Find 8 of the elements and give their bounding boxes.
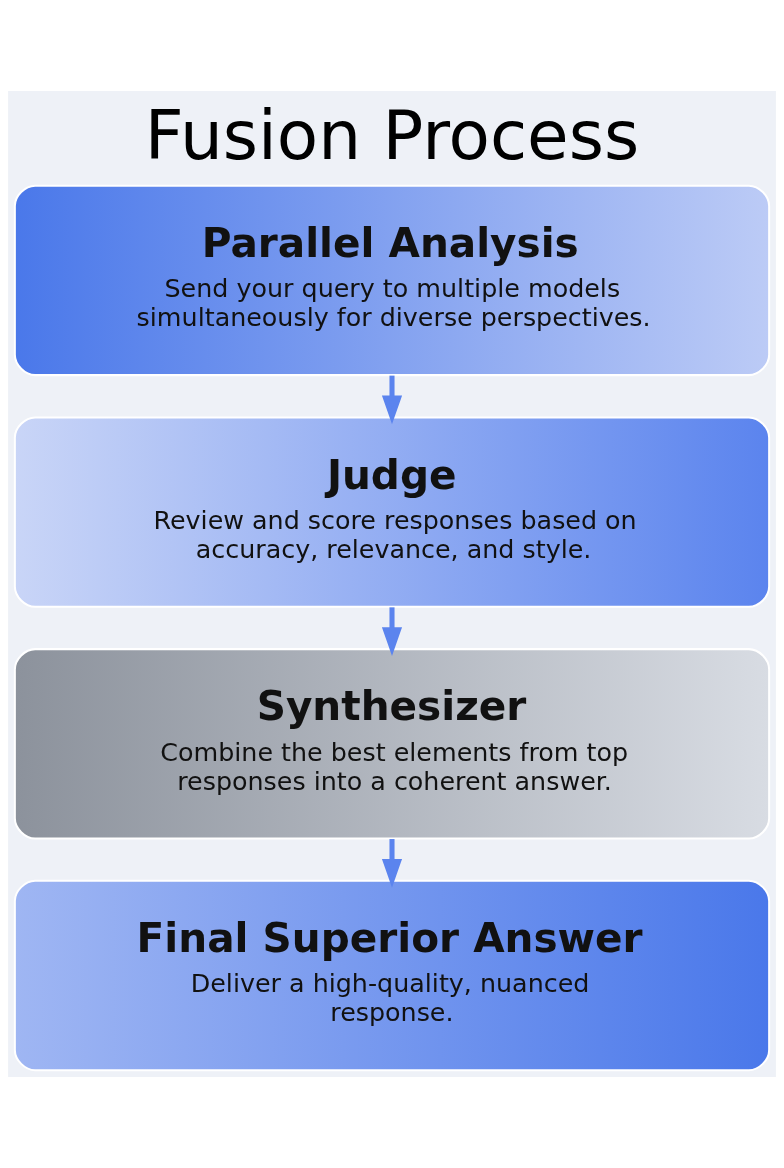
node-box: Final Superior Answer Deliver a high-quality, nuanced response. xyxy=(13,879,771,1072)
node-box: Synthesizer Combine the best elements from top responses into a coherent answer. xyxy=(13,648,771,840)
arrow xyxy=(381,839,403,888)
node-box: Judge Review and score responses based on accuracy, relevance, and style. xyxy=(13,416,771,608)
arrow xyxy=(381,375,403,425)
node-box: Parallel Analysis Send your query to multiple models simultaneously for diverse perspectives. xyxy=(13,184,771,377)
diagram-title: Fusion Process xyxy=(144,95,640,175)
arrow xyxy=(381,607,403,657)
